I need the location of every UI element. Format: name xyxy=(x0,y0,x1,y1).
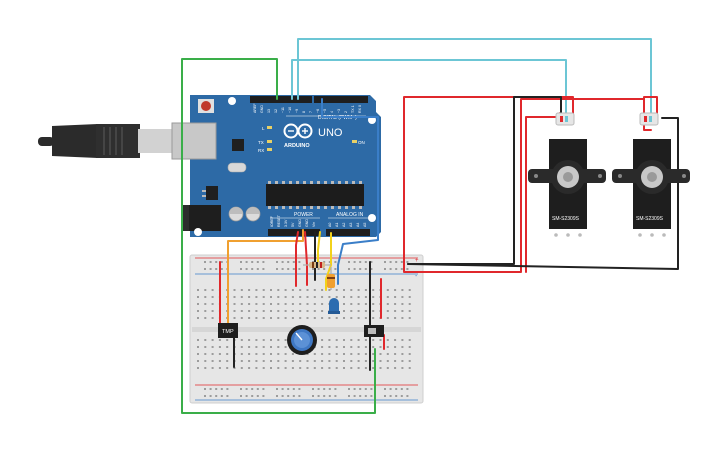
servo-2[interactable]: SM-S2309S xyxy=(612,112,690,237)
crystal xyxy=(227,162,247,173)
wire-cyan-servo-2[interactable] xyxy=(297,38,652,114)
wire-cyan-servo-1[interactable] xyxy=(291,59,567,114)
led-label-rx: RX xyxy=(258,148,264,153)
digital-pin-label: ~10 xyxy=(288,107,292,113)
digital-pin-label: 7 xyxy=(309,111,313,113)
on-label: ON xyxy=(358,140,365,145)
wire-black-servo-2[interactable] xyxy=(407,117,679,270)
wire-orange[interactable] xyxy=(227,229,304,324)
board-brand: ARDUINO xyxy=(284,143,310,149)
led-label-l: L xyxy=(262,126,265,131)
digital-pin-label: GND xyxy=(260,105,264,113)
analog-pin-label: A1 xyxy=(335,223,339,227)
digital-pin-label: 12 xyxy=(274,109,278,113)
digital-pin-label: 13 xyxy=(267,109,271,113)
power-pin-label: GND xyxy=(298,219,302,227)
sensor-label: TMP xyxy=(222,329,234,335)
mounting-hole xyxy=(194,228,202,236)
power-pin-label: RESET xyxy=(277,214,281,227)
digital-pin-label: ~3 xyxy=(337,109,341,113)
power-pin-label: 3.3V xyxy=(284,219,288,227)
atmega-chip xyxy=(266,181,364,209)
arduino-logo xyxy=(283,123,313,139)
digital-pin-label: AREF xyxy=(253,103,257,113)
rail-label-minus: - xyxy=(415,273,418,280)
led-label-tx: TX xyxy=(258,140,264,145)
digital-pin-label: ~11 xyxy=(281,107,285,113)
slide-switch[interactable] xyxy=(364,325,384,337)
analog-pin-label: A2 xyxy=(342,223,346,227)
breadboard-holes xyxy=(197,261,411,397)
servo-1[interactable]: SM-S2309S xyxy=(528,112,606,237)
digital-pin-label: 8 xyxy=(302,111,306,113)
digital-pin-label: ~6 xyxy=(316,109,320,113)
analog-label: ANALOG IN xyxy=(336,212,364,218)
wire-green[interactable] xyxy=(181,58,376,414)
power-header xyxy=(268,229,320,236)
analog-pin-label: A0 xyxy=(328,223,332,227)
digital-pin-label: ~5 xyxy=(323,109,327,113)
power-pin-label: 5V xyxy=(291,222,295,227)
digital-pin-label: 4 xyxy=(330,111,334,113)
mounting-hole xyxy=(228,97,236,105)
servo-2-label: SM-S2309S xyxy=(636,216,664,222)
wires xyxy=(181,38,679,414)
power-pin-label: GND xyxy=(305,219,309,227)
wire-blue[interactable] xyxy=(321,98,379,285)
power-pin-label: IOREF xyxy=(270,215,274,227)
digital-pin-label: ~9 xyxy=(295,109,299,113)
digital-pin-label: 2 xyxy=(344,111,348,113)
usb-chip xyxy=(232,139,244,151)
led[interactable] xyxy=(328,298,340,314)
board-leds: L TX RX ON xyxy=(258,126,365,153)
digital-pin-label: RX 0 xyxy=(358,105,362,113)
analog-pin-label: A3 xyxy=(349,223,353,227)
wire-red-servo-2[interactable] xyxy=(417,96,658,273)
potentiometer[interactable] xyxy=(287,325,317,355)
usb-grip-icon xyxy=(103,127,123,155)
mounting-hole xyxy=(368,214,376,222)
temperature-sensor: TMP xyxy=(218,323,238,338)
analog-header xyxy=(326,229,370,236)
digital-pin-label: TX 1 xyxy=(351,105,355,113)
wire-red-servo-1[interactable] xyxy=(403,96,574,273)
servo-1-label: SM-S2309S xyxy=(552,216,580,222)
power-label: POWER xyxy=(294,212,313,218)
digital-header xyxy=(314,96,368,103)
power-pin-label: Vin xyxy=(312,222,316,227)
regulator-chip xyxy=(206,186,218,200)
wire-black-servo-1[interactable] xyxy=(407,96,562,265)
analog-pin-label: A4 xyxy=(356,223,360,227)
resistor-2 xyxy=(327,267,335,290)
resistor xyxy=(303,262,331,268)
digital-header xyxy=(250,96,312,103)
rail-label-plus: + xyxy=(415,258,419,264)
wire-red-servo-2b[interactable] xyxy=(643,97,652,131)
board-model: UNO xyxy=(318,127,343,139)
usb-port xyxy=(171,122,217,160)
analog-pin-label: A5 xyxy=(363,223,367,227)
